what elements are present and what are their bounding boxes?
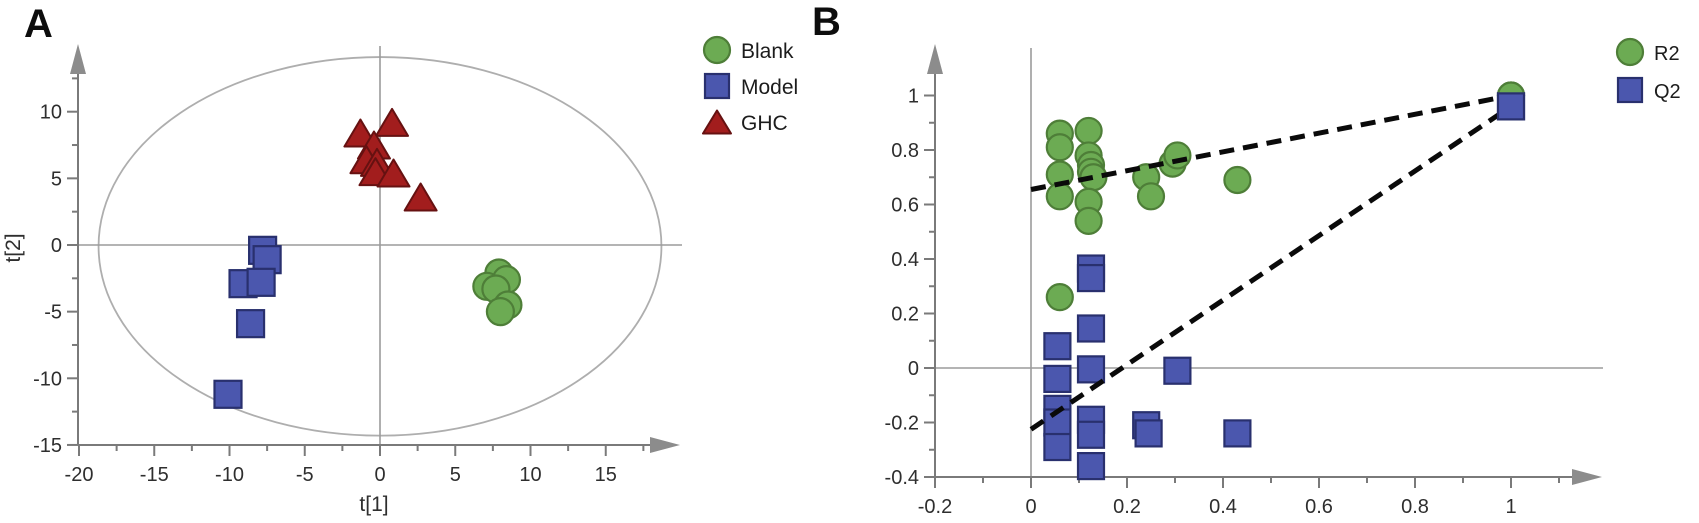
q2-data-point [1076, 355, 1106, 384]
y-axis-tick-label: -5 [44, 302, 62, 324]
y-axis-tick-label: 0 [51, 235, 62, 257]
r2-data-point [1074, 116, 1103, 146]
r2-data-point [1074, 206, 1103, 235]
model-data-point [246, 267, 276, 297]
y-axis-tick-label: 10 [40, 102, 62, 124]
r2-data-point [1223, 165, 1252, 195]
q2-data-point [1076, 452, 1106, 481]
y-axis-tick-label: -10 [33, 368, 62, 390]
panel-a-letter: A [24, 2, 53, 46]
r2-data-point [1136, 182, 1166, 211]
y-axis-tick-label: 5 [51, 168, 62, 190]
x-axis-tick-label: 5 [450, 464, 461, 486]
x-axis-tick-label: 0 [1025, 496, 1036, 518]
x-axis-tick-label: -20 [65, 464, 94, 486]
y-axis-arrow-icon [927, 44, 943, 74]
model-data-point [213, 379, 243, 409]
x-axis-tick-label: -0.2 [918, 496, 952, 518]
r2-regression-dashed-line [1030, 93, 1512, 192]
x-axis-arrow-icon [650, 437, 680, 453]
y-axis-tick-label: 0.4 [891, 249, 919, 271]
r2-data-point [1045, 182, 1074, 211]
legend-label-ghc: GHC [741, 112, 788, 135]
q2-data-point [1076, 263, 1106, 293]
x-axis-tick-label: -5 [296, 464, 314, 486]
y-axis-arrow-icon [70, 44, 86, 74]
y-axis-tick-label: -15 [33, 435, 62, 457]
y-axis-title: t[2] [2, 233, 25, 262]
y-axis-tick-label: -0.4 [885, 467, 919, 489]
y-axis-tick-label: 0.2 [891, 304, 919, 326]
x-axis-tick-label: 0.2 [1113, 496, 1141, 518]
y-axis-tick-label: 0.6 [891, 195, 919, 217]
q2-data-point [1076, 314, 1106, 343]
x-axis-tick-label: 0.4 [1209, 496, 1237, 518]
legend-circle-marker-icon [702, 35, 732, 65]
q2-data-point [1223, 419, 1252, 448]
q2-regression-dashed-line [1029, 104, 1513, 432]
legend-triangle-marker-icon [702, 109, 732, 135]
x-axis-tick-label: 10 [519, 464, 541, 486]
q2-data-point [1076, 420, 1106, 449]
legend-circle-marker-icon [1615, 37, 1645, 67]
x-axis-tick-label: 1 [1505, 496, 1516, 518]
x-axis-tick-label: -15 [140, 464, 169, 486]
r2-data-point [1045, 133, 1074, 162]
q2-data-point [1134, 419, 1163, 448]
x-axis-tick-label: 0.8 [1401, 496, 1429, 518]
model-data-point [235, 309, 266, 339]
x-axis-tick-label: -10 [215, 464, 244, 486]
legend-square-marker-icon [703, 72, 731, 100]
legend-square-marker-icon [1616, 76, 1644, 104]
ghc-data-point [403, 182, 438, 212]
q2-data-point [1043, 432, 1072, 462]
legend-label-r2: R2 [1654, 43, 1680, 65]
ghc-data-point [375, 107, 410, 137]
q2-data-point [1496, 92, 1526, 121]
panel-b-letter: B [812, 0, 841, 44]
legend-label-q2: Q2 [1654, 81, 1681, 103]
y-axis-tick-label: 0.8 [891, 140, 919, 162]
q2-data-point [1163, 356, 1192, 385]
x-axis-tick-label: 0.6 [1305, 496, 1333, 518]
r2-data-point [1163, 141, 1192, 170]
legend-label-model: Model [741, 76, 798, 99]
legend-label-blank: Blank [741, 40, 794, 63]
r2-data-point [1045, 283, 1074, 312]
x-axis-tick-label: 0 [374, 464, 385, 486]
y-axis-tick-label: 1 [908, 86, 919, 108]
y-axis-tick-label: -0.2 [885, 413, 919, 435]
x-axis-arrow-icon [1572, 469, 1602, 485]
ghc-data-point [376, 158, 411, 188]
q2-data-point [1043, 364, 1072, 393]
x-axis-tick-label: 15 [595, 464, 617, 486]
panel-b-permutation-plot: -0.2 0 0.2 0.4 0.6 0.8 1 -0.4 -0.2 0 0.2 0.4 0.6 0.8 1… [885, 37, 1681, 518]
y-axis-tick-label: 0 [908, 358, 919, 380]
x-axis-title: t[1] [359, 493, 388, 516]
blank-data-point [485, 297, 515, 327]
q2-data-point [1043, 332, 1072, 361]
